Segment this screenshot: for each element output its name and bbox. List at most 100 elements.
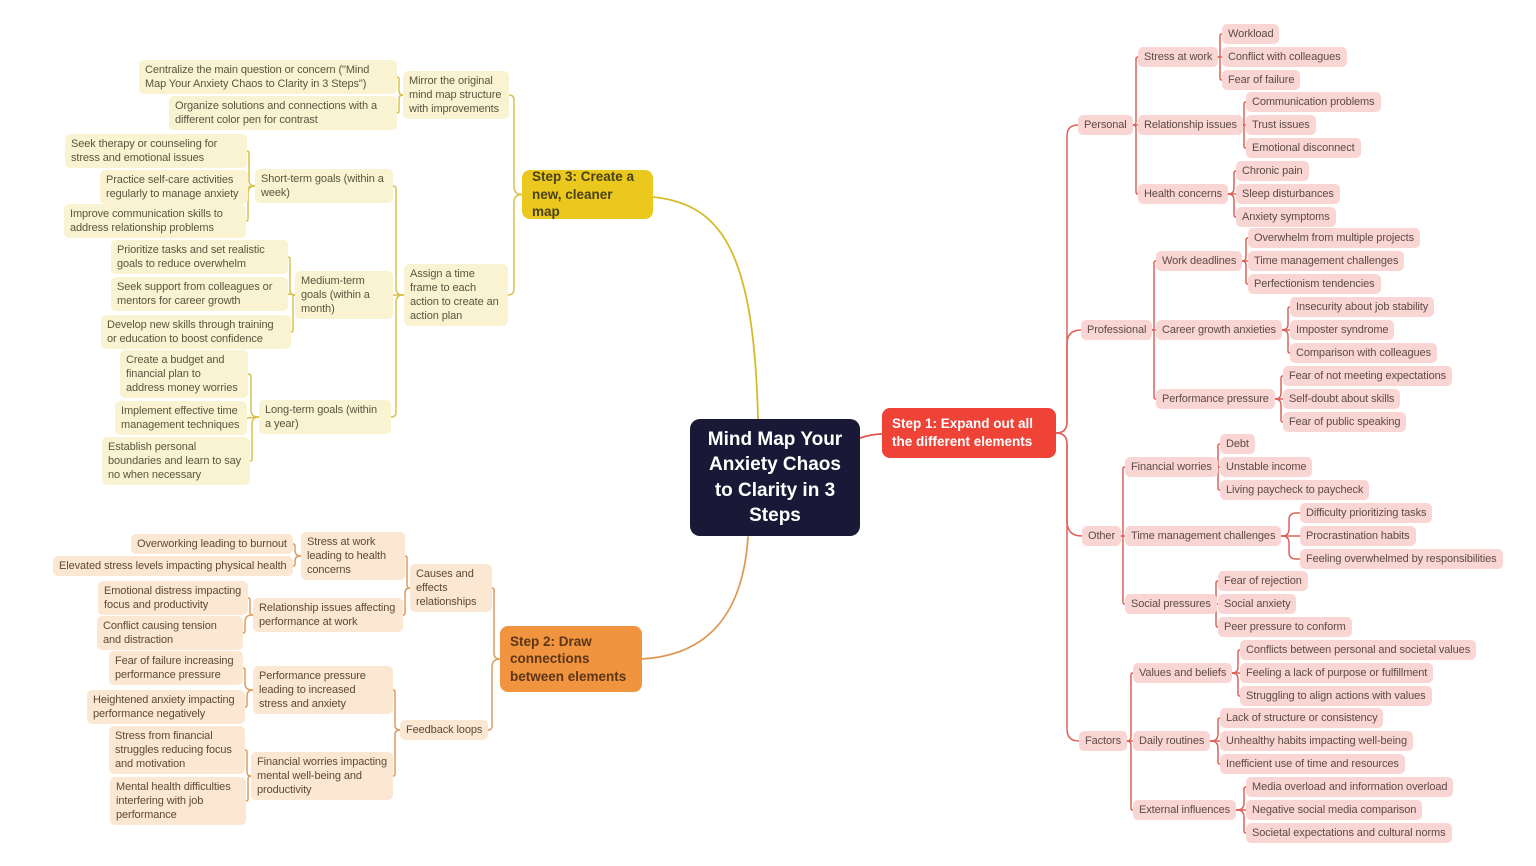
mindmap-node[interactable]: Difficulty prioritizing tasks [1300, 503, 1433, 524]
mindmap-node[interactable]: Self-doubt about skills [1283, 389, 1401, 410]
mindmap-node[interactable]: Other [1082, 526, 1122, 547]
mindmap-node[interactable]: Fear of not meeting expectations [1283, 366, 1453, 387]
central-topic-node[interactable]: Mind Map Your Anxiety Chaos to Clarity i… [690, 419, 860, 536]
mindmap-node[interactable]: Feeling overwhelmed by responsibilities [1300, 549, 1503, 570]
mindmap-node[interactable]: Performance pressure [1156, 389, 1275, 410]
mindmap-node[interactable]: Struggling to align actions with values [1240, 686, 1432, 707]
mindmap-node[interactable]: Financial worries impacting mental well-… [251, 752, 393, 801]
mindmap-node[interactable]: Debt [1220, 434, 1255, 455]
connector-line [1235, 809, 1247, 834]
mindmap-node[interactable]: Causes and effects relationships [410, 564, 492, 613]
mindmap-node[interactable]: Mental health difficulties interfering w… [110, 777, 246, 826]
mindmap-node[interactable]: Overwhelm from multiple projects [1248, 228, 1421, 249]
mindmap-node[interactable]: Unhealthy habits impacting well-being [1220, 731, 1413, 752]
mindmap-node[interactable]: Chronic pain [1236, 161, 1309, 182]
mindmap-node[interactable]: Organize solutions and connections with … [169, 96, 397, 131]
step2-node[interactable]: Step 2: Draw connections between element… [500, 626, 642, 692]
mindmap-node[interactable]: Trust issues [1246, 115, 1316, 136]
connector-line [292, 543, 302, 557]
mindmap-node[interactable]: Work deadlines [1156, 251, 1243, 272]
mindmap-node[interactable]: Fear of failure [1222, 70, 1301, 91]
mindmap-node[interactable]: Heightened anxiety impacting performance… [87, 690, 245, 725]
mindmap-node[interactable]: Seek therapy or counseling for stress an… [65, 134, 247, 169]
mindmap-node[interactable]: Prioritize tasks and set realistic goals… [111, 240, 288, 275]
mindmap-node[interactable]: Conflict with colleagues [1222, 47, 1347, 68]
mindmap-node[interactable]: Medium-term goals (within a month) [295, 271, 393, 320]
mindmap-node[interactable]: Conflicts between personal and societal … [1240, 640, 1477, 661]
mindmap-node[interactable]: Long-term goals (within a year) [259, 400, 391, 435]
mindmap-node[interactable]: Create a budget and financial plan to ad… [120, 350, 248, 399]
mindmap-node[interactable]: Factors [1079, 731, 1127, 752]
mindmap-node[interactable]: Professional [1081, 320, 1153, 341]
connector-line [396, 94, 404, 114]
mindmap-node[interactable]: Relationship issues [1138, 115, 1243, 136]
mindmap-node[interactable]: Living paycheck to paycheck [1220, 480, 1370, 501]
mindmap-node[interactable]: Feeling a lack of purpose or fulfillment [1240, 663, 1434, 684]
connector-line [246, 150, 256, 187]
mindmap-node[interactable]: Communication problems [1246, 92, 1381, 113]
mindmap-node[interactable]: Media overload and information overload [1246, 777, 1454, 798]
mindmap-node[interactable]: Stress at work leading to health concern… [301, 532, 405, 581]
mindmap-node[interactable]: Establish personal boundaries and learn … [102, 437, 250, 486]
mindmap-node[interactable]: Procrastination habits [1300, 526, 1416, 547]
mindmap-node[interactable]: Seek support from colleagues or mentors … [111, 277, 288, 312]
mindmap-node[interactable]: Fear of rejection [1218, 571, 1308, 592]
mindmap-node[interactable]: Fear of failure increasing performance p… [109, 651, 243, 686]
mindmap-node[interactable]: Develop new skills through training or e… [101, 315, 291, 350]
connector-line [641, 536, 749, 660]
mindmap-node[interactable]: Social anxiety [1218, 594, 1297, 615]
mindmap-node[interactable]: Overworking leading to burnout [131, 534, 293, 555]
step1-node[interactable]: Step 1: Expand out all the different ele… [882, 408, 1056, 458]
mindmap-node[interactable]: Financial worries [1125, 457, 1218, 478]
connector-line [245, 185, 256, 222]
connector-line [1126, 740, 1134, 811]
mindmap-node[interactable]: Stress at work [1138, 47, 1219, 68]
mindmap-node[interactable]: Peer pressure to conform [1218, 617, 1352, 638]
mindmap-node[interactable]: Conflict causing tension and distraction [97, 616, 243, 651]
mindmap-node[interactable]: Workload [1222, 24, 1280, 45]
mindmap-node[interactable]: Feedback loops [400, 720, 489, 741]
connector-line [1217, 56, 1223, 81]
mindmap-node[interactable]: Implement effective time management tech… [115, 401, 247, 436]
mindmap-node[interactable]: Perfectionism tendencies [1248, 274, 1381, 295]
step3-node[interactable]: Step 3: Create a new, cleaner map [522, 169, 653, 219]
mindmap-node[interactable]: Performance pressure leading to increase… [253, 666, 393, 715]
mindmap-node[interactable]: Inefficient use of time and resources [1220, 754, 1405, 775]
mindmap-node[interactable]: Fear of public speaking [1283, 412, 1407, 433]
mindmap-node[interactable]: Assign a time frame to each action to cr… [404, 264, 508, 327]
mindmap-node[interactable]: Time management challenges [1125, 526, 1282, 547]
mindmap-node[interactable]: Daily routines [1133, 731, 1211, 752]
mindmap-node[interactable]: Practice self-care activities regularly … [100, 170, 248, 205]
mindmap-node[interactable]: Health concerns [1138, 184, 1228, 205]
mindmap-node[interactable]: Anxiety symptoms [1236, 207, 1336, 228]
mindmap-node[interactable]: Social pressures [1125, 594, 1217, 615]
mindmap-node[interactable]: Unstable income [1220, 457, 1313, 478]
connector-line [249, 416, 260, 462]
mindmap-node[interactable]: Short-term goals (within a week) [255, 169, 393, 204]
mindmap-node[interactable]: Personal [1078, 115, 1133, 136]
mindmap-node[interactable]: Stress from financial struggles reducing… [109, 726, 245, 775]
mindmap-node[interactable]: Emotional distress impacting focus and p… [98, 581, 248, 616]
mindmap-node[interactable]: Sleep disturbances [1236, 184, 1340, 205]
mindmap-node[interactable]: Societal expectations and cultural norms [1246, 823, 1452, 844]
mindmap-node[interactable]: External influences [1133, 800, 1237, 821]
mindmap-node[interactable]: Relationship issues affecting performanc… [253, 598, 403, 633]
mindmap-node[interactable]: Comparison with colleagues [1290, 343, 1437, 364]
mindmap-node[interactable]: Centralize the main question or concern … [139, 60, 397, 95]
mindmap-node[interactable]: Improve communication skills to address … [64, 204, 246, 239]
mindmap-node[interactable]: Lack of structure or consistency [1220, 708, 1384, 729]
connector-line [1231, 672, 1241, 697]
mindmap-node[interactable]: Time management challenges [1248, 251, 1405, 272]
mindmap-node[interactable]: Mirror the original mind map structure w… [403, 71, 509, 120]
mindmap-node[interactable]: Elevated stress levels impacting physica… [53, 556, 293, 577]
mindmap-node[interactable]: Insecurity about job stability [1290, 297, 1435, 318]
mindmap-node[interactable]: Career growth anxieties [1156, 320, 1282, 341]
mindmap-node[interactable]: Emotional disconnect [1246, 138, 1361, 159]
mindmap-node[interactable]: Values and beliefs [1133, 663, 1233, 684]
mindmap-node[interactable]: Imposter syndrome [1290, 320, 1395, 341]
connector-line [507, 193, 523, 296]
mindmap-node[interactable]: Negative social media comparison [1246, 800, 1423, 821]
